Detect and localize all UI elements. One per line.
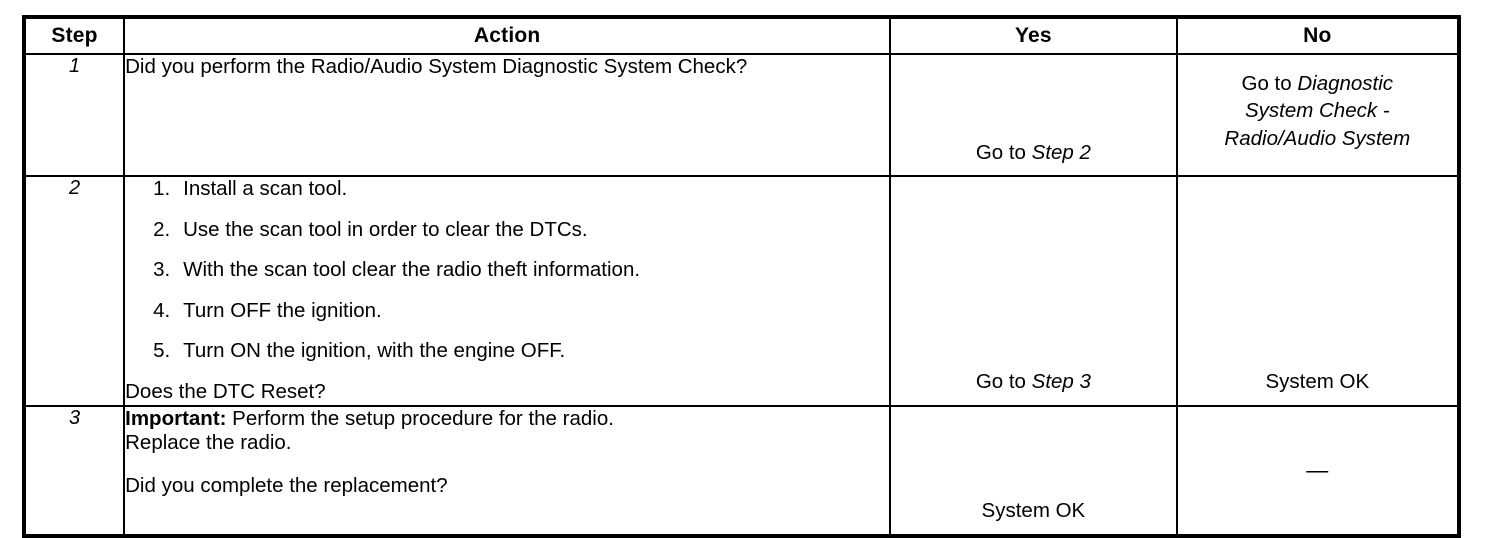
list-item: 5. Turn ON the ignition, with the engine… (125, 339, 889, 364)
step-number-cell: 1 (22, 53, 126, 177)
column-header-yes: Yes (889, 16, 1178, 55)
important-note: Important: Perform the setup procedure f… (125, 407, 889, 432)
spacer (125, 456, 889, 474)
header-row: Step Action Yes No (22, 16, 1461, 55)
list-item-number: 2. (153, 217, 171, 241)
yes-answer-prefix: Go to (975, 140, 1032, 164)
action-cell: Important: Perform the setup procedure f… (123, 404, 892, 537)
no-answer-prefix: Go to (1241, 72, 1298, 95)
list-item: 1. Install a scan tool. (125, 177, 889, 202)
list-item-number: 4. (153, 298, 171, 322)
no-answer: Go to Diagnostic System Check - Radio/Au… (1178, 70, 1457, 152)
step-number-cell: 2 (22, 175, 126, 407)
yes-cell: Go to Step 2 (889, 53, 1178, 177)
yes-cell: Go to Step 3 (889, 175, 1178, 407)
yes-answer-target: Step 3 (1031, 370, 1091, 394)
column-header-step: Step (22, 16, 126, 55)
column-header-no: No (1175, 16, 1461, 55)
action-question: Does the DTC Reset? (125, 379, 326, 403)
yes-answer-target: Step 2 (1031, 140, 1091, 164)
yes-answer: Go to Step 3 (891, 368, 1175, 395)
action-question: Did you complete the replacement? (125, 473, 448, 497)
no-answer: — (1306, 457, 1329, 483)
list-item-text: Turn ON the ignition, with the engine OF… (183, 339, 566, 363)
list-item-text: Use the scan tool in order to clear the … (183, 217, 588, 241)
list-item-number: 3. (153, 258, 171, 282)
yes-answer-prefix: Go to (975, 370, 1032, 394)
no-cell: — (1175, 404, 1461, 537)
table-header: Step Action Yes No (22, 16, 1461, 55)
action-cell: 1. Install a scan tool. 2. Use the scan … (123, 175, 892, 407)
table-body: 1 Did you perform the Radio/Audio System… (22, 53, 1461, 537)
action-cell: Did you perform the Radio/Audio System D… (123, 53, 892, 177)
yes-answer: Go to Step 2 (891, 139, 1175, 166)
no-cell: System OK (1175, 175, 1461, 407)
no-cell: Go to Diagnostic System Check - Radio/Au… (1175, 53, 1461, 177)
important-text: Perform the setup procedure for the radi… (226, 406, 614, 430)
no-answer: System OK (1265, 370, 1370, 394)
diagnostic-table: Step Action Yes No 1 Did you perform the… (22, 15, 1461, 538)
yes-cell: System OK (889, 404, 1178, 537)
no-answer-target-3: Radio/Audio System (1224, 126, 1411, 150)
list-item-number: 5. (153, 339, 171, 363)
list-item-text: Install a scan tool. (183, 177, 348, 200)
table-row: 3 Important: Perform the setup procedure… (22, 404, 1461, 537)
list-item: 2. Use the scan tool in order to clear t… (125, 218, 889, 243)
no-answer-target-1: Diagnostic (1297, 72, 1394, 95)
yes-answer: System OK (981, 499, 1086, 523)
list-item: 4. Turn OFF the ignition. (125, 299, 889, 324)
action-instruction: Replace the radio. (125, 431, 292, 455)
important-label: Important: (125, 406, 227, 430)
list-item: 3. With the scan tool clear the radio th… (125, 258, 889, 283)
table-row: 1 Did you perform the Radio/Audio System… (22, 53, 1461, 177)
list-item-text: With the scan tool clear the radio theft… (183, 258, 641, 282)
no-answer-target-2: System Check - (1244, 99, 1390, 123)
table-row: 2 1. Install a scan tool. 2. Use the sca… (22, 175, 1461, 407)
column-header-action: Action (123, 16, 892, 55)
action-question: Did you perform the Radio/Audio System D… (125, 55, 748, 78)
list-item-text: Turn OFF the ignition. (183, 298, 382, 322)
procedure-list: 1. Install a scan tool. 2. Use the scan … (125, 177, 889, 364)
step-number-cell: 3 (22, 404, 126, 537)
no-answer-line-1: Go to Diagnostic (1178, 70, 1457, 97)
list-item-number: 1. (153, 177, 171, 200)
